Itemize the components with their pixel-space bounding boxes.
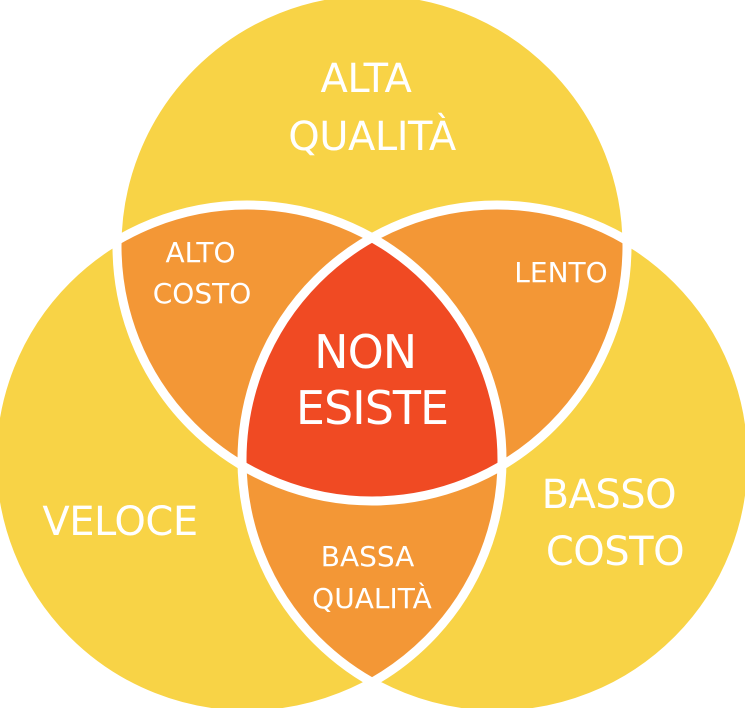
label-lento: LENTO (514, 256, 607, 289)
label-alto-costo: ALTO COSTO (153, 236, 252, 310)
overlap-non-esiste (242, 205, 502, 501)
label-alta-qualita: ALTA QUALITÀ (288, 56, 457, 160)
label-bassa-qualita: BASSA QUALITÀ (312, 540, 432, 615)
label-non-esiste: NON ESISTE (296, 325, 448, 435)
label-veloce: VELOCE (42, 499, 197, 545)
label-basso-costo: BASSO COSTO (542, 472, 689, 575)
